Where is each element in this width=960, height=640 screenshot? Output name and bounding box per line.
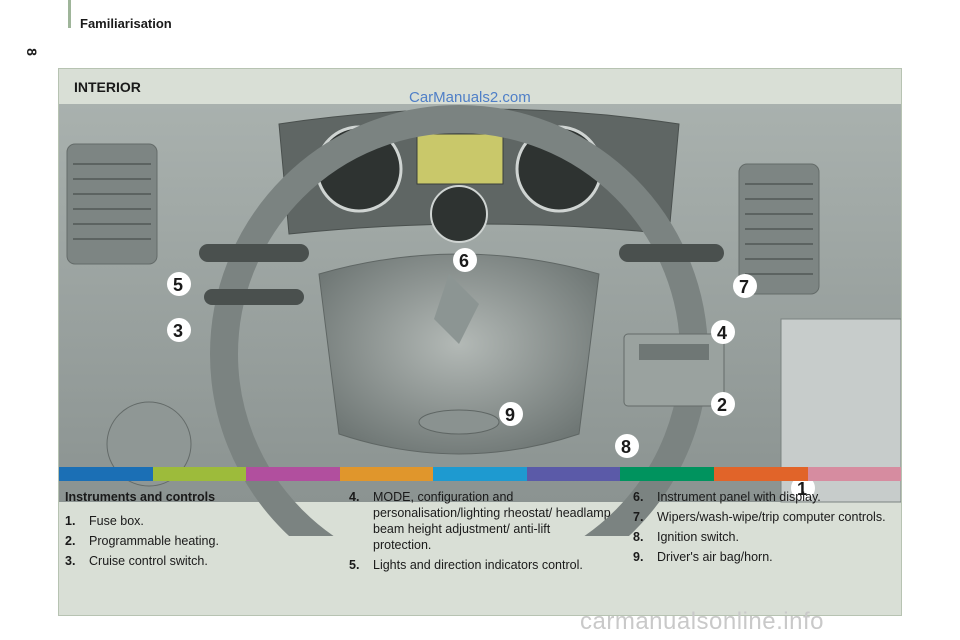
steering-wheel-hub — [318, 253, 600, 455]
item-number: 2. — [65, 534, 76, 548]
item-text: Lights and direction indicators control. — [373, 558, 583, 572]
list-item: 1. Fuse box. — [65, 513, 325, 529]
callout-1-badge — [791, 476, 815, 500]
item-number: 7. — [633, 510, 644, 524]
list-item: 2. Programmable heating. — [65, 533, 325, 549]
callout-8: 8 — [621, 437, 631, 457]
list-item: 8. Ignition switch. — [633, 529, 895, 545]
header-accent-bar — [68, 0, 71, 28]
top-watermark: CarManuals2.com — [409, 89, 531, 106]
item-number: 3. — [65, 554, 76, 568]
item-text: Cruise control switch. — [89, 554, 208, 568]
callout-5: 5 — [173, 275, 183, 295]
small-gauge — [430, 185, 488, 243]
callout-2-badge — [711, 392, 735, 416]
list-item: 4. MODE, configuration and personalisatio… — [349, 489, 611, 553]
callout-6: 6 — [459, 251, 469, 271]
panel-heading: INTERIOR — [74, 79, 141, 95]
callout-6-badge — [453, 248, 477, 272]
item-text: Ignition switch. — [657, 530, 739, 544]
callout-1: 1 — [797, 479, 807, 499]
callout-3: 3 — [173, 321, 183, 341]
brand-emblem — [434, 274, 479, 344]
item-text: Driver's air bag/horn. — [657, 550, 773, 564]
horn-badge — [418, 409, 500, 435]
dashboard-illustration: 1 2 3 4 5 6 7 8 9 — [59, 104, 901, 536]
color-strip — [59, 467, 902, 481]
callout-badges: 1 2 3 4 5 6 7 8 9 — [167, 248, 815, 500]
color-segment-7 — [620, 467, 714, 481]
section-title: Familiarisation — [80, 16, 172, 31]
item-text: Fuse box. — [89, 514, 144, 528]
legend-column-2: 4. MODE, configuration and personalisatio… — [349, 489, 611, 577]
right-stalk-wipers — [619, 244, 724, 262]
color-segment-8 — [713, 467, 808, 481]
heating-display — [639, 344, 709, 360]
item-number: 1. — [65, 514, 76, 528]
legend-column-3: 6. Instrument panel with display. 7. Wiper… — [633, 489, 895, 569]
interior-panel: INTERIOR CarManuals2.com — [58, 68, 902, 616]
list-heading: Instruments and controls — [65, 490, 216, 504]
item-text: MODE, configuration and personalisation/… — [373, 490, 611, 552]
item-number: 6. — [633, 490, 644, 504]
list-item: 3. Cruise control switch. — [65, 553, 325, 569]
list-item: 7. Wipers/wash-wipe/trip computer control… — [633, 509, 895, 525]
color-segment-9 — [807, 467, 902, 481]
page-number: 8 — [23, 48, 40, 56]
item-number: 4. — [349, 490, 360, 504]
legend-column-1: Instruments and controls 1. Fuse box. 2. P… — [65, 489, 325, 573]
callout-8-badge — [615, 434, 639, 458]
callout-7: 7 — [739, 277, 749, 297]
gear-knob — [106, 401, 192, 487]
color-segment-1 — [59, 467, 153, 481]
callout-4: 4 — [717, 323, 727, 343]
left-stalk-lights — [199, 244, 309, 262]
left-stalk-cruise — [204, 289, 304, 305]
central-display — [416, 133, 504, 185]
footer-watermark: carmanualsonline.info — [580, 608, 824, 635]
item-text: Programmable heating. — [89, 534, 219, 548]
item-number: 5. — [349, 558, 360, 572]
right-vent-slats — [745, 183, 813, 275]
left-vent-slats — [73, 163, 151, 240]
left-air-vent — [66, 143, 158, 265]
item-text: Wipers/wash-wipe/trip computer controls. — [657, 510, 886, 524]
item-text: Instrument panel with display. — [657, 490, 821, 504]
callout-7-badge — [733, 274, 757, 298]
callout-3-badge — [167, 318, 191, 342]
list-item: 9. Driver's air bag/horn. — [633, 549, 895, 565]
callout-9-badge — [499, 402, 523, 426]
callout-4-badge — [711, 320, 735, 344]
color-segment-5 — [433, 467, 527, 481]
color-segment-4 — [339, 467, 434, 481]
callout-2: 2 — [717, 395, 727, 415]
color-segment-2 — [152, 467, 247, 481]
callout-9: 9 — [505, 405, 515, 425]
color-segment-3 — [246, 467, 340, 481]
item-number: 8. — [633, 530, 644, 544]
list-item: 6. Instrument panel with display. — [633, 489, 895, 505]
color-segment-6 — [526, 467, 621, 481]
callout-5-badge — [167, 272, 191, 296]
item-number: 9. — [633, 550, 644, 564]
list-item: 5. Lights and direction indicators contro… — [349, 557, 611, 573]
